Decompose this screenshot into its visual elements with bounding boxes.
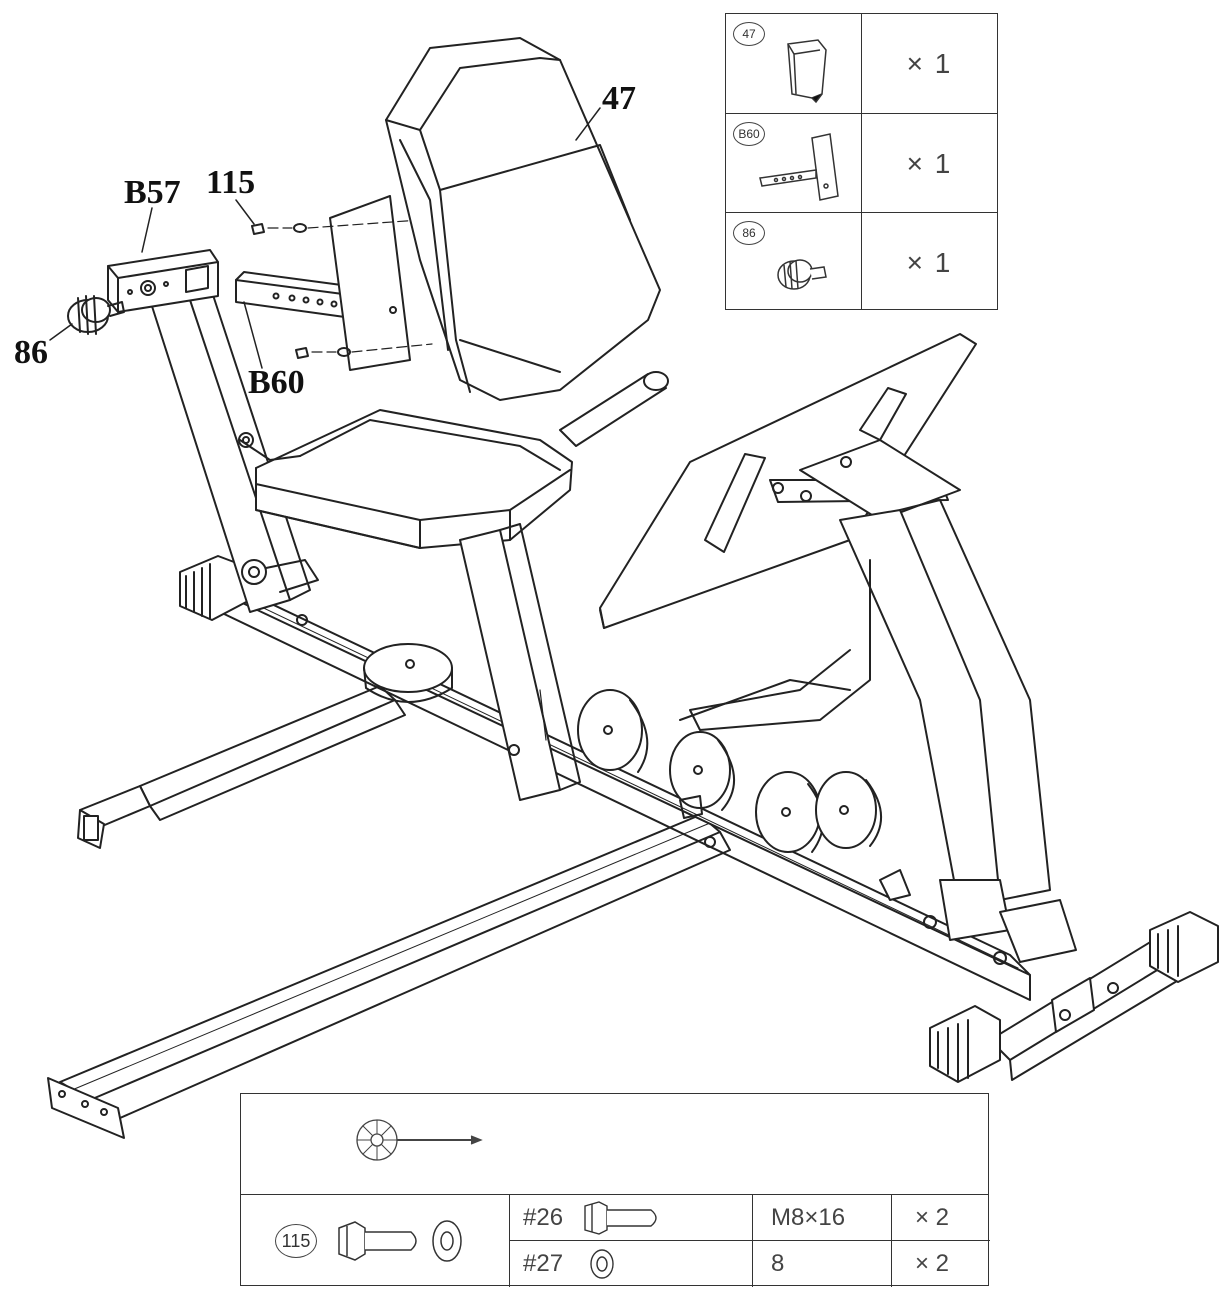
washer-icon [432, 1220, 462, 1262]
hardware-size-m8x16: M8×16 [771, 1204, 846, 1231]
parts-row-47: 47 × 1 [726, 14, 997, 113]
hardware-code-27: #27 [523, 1250, 564, 1277]
rear-rail [77, 685, 406, 849]
hardware-qty-26: × 2 [915, 1204, 950, 1231]
front-foot-right [1149, 911, 1219, 983]
washer-icon [590, 1249, 614, 1279]
beam-bolts [296, 614, 716, 848]
hardware-table: 115 #26 M8×16 × 2 #27 8 × 2 [240, 1093, 990, 1287]
callout-leader-86 [49, 323, 73, 341]
callout-leader-b60 [243, 301, 263, 369]
parts-row-b60: B60 × 1 [726, 113, 997, 213]
callout-b57: B57 [124, 174, 181, 211]
hardware-group-label: 115 [281, 1230, 311, 1251]
front-crossbar [989, 929, 1193, 1081]
bracket-icon [759, 133, 839, 201]
bolt-icon [584, 1201, 657, 1235]
backrest-pad-47 [385, 37, 661, 401]
handle-tube [559, 371, 669, 447]
bolt-icon [338, 1221, 417, 1261]
part-qty: × 1 [906, 147, 953, 179]
allen-wrench-icon [356, 1119, 483, 1161]
knob-icon [777, 259, 827, 290]
callout-47: 47 [602, 80, 636, 117]
part-tag: 86 [733, 221, 765, 245]
hardware-table-divider [241, 1194, 988, 1195]
parts-list-table: 47 × 1 B60 × 1 86 [725, 13, 998, 310]
front-rail [47, 814, 731, 1139]
front-foot-left [929, 1005, 1001, 1083]
part-qty: × 1 [906, 246, 953, 278]
screws-115 [251, 219, 433, 359]
parts-table-divider [861, 14, 862, 309]
leg-press-arm [679, 499, 1077, 965]
callout-leader-47 [575, 107, 601, 141]
parts-row-86: 86 × 1 [726, 212, 997, 312]
foot-plate-frame [704, 387, 961, 553]
part-tag: 47 [733, 22, 765, 46]
callout-leader-b57 [141, 207, 153, 253]
part-qty: × 1 [906, 47, 953, 79]
b60-bracket [235, 195, 411, 371]
hardware-code-26: #26 [523, 1204, 564, 1231]
part-tag: B60 [733, 122, 765, 146]
b57-bracket [107, 249, 219, 313]
seat-cushion [255, 409, 573, 549]
pulley-disc [363, 643, 453, 703]
seat-back-pad-icon [787, 39, 827, 104]
callout-115: 115 [206, 164, 256, 201]
callout-leader-115 [235, 199, 255, 225]
callout-86: 86 [14, 334, 48, 371]
seat-post [239, 439, 581, 801]
hardware-group-tag: 115 [275, 1224, 317, 1258]
hardware-qty-27: × 2 [915, 1250, 950, 1277]
hardware-size-8: 8 [771, 1250, 785, 1277]
weight-plates [577, 689, 883, 853]
hardware-row-divider [509, 1240, 990, 1241]
knob-86 [67, 295, 125, 335]
callout-b60: B60 [248, 364, 305, 401]
